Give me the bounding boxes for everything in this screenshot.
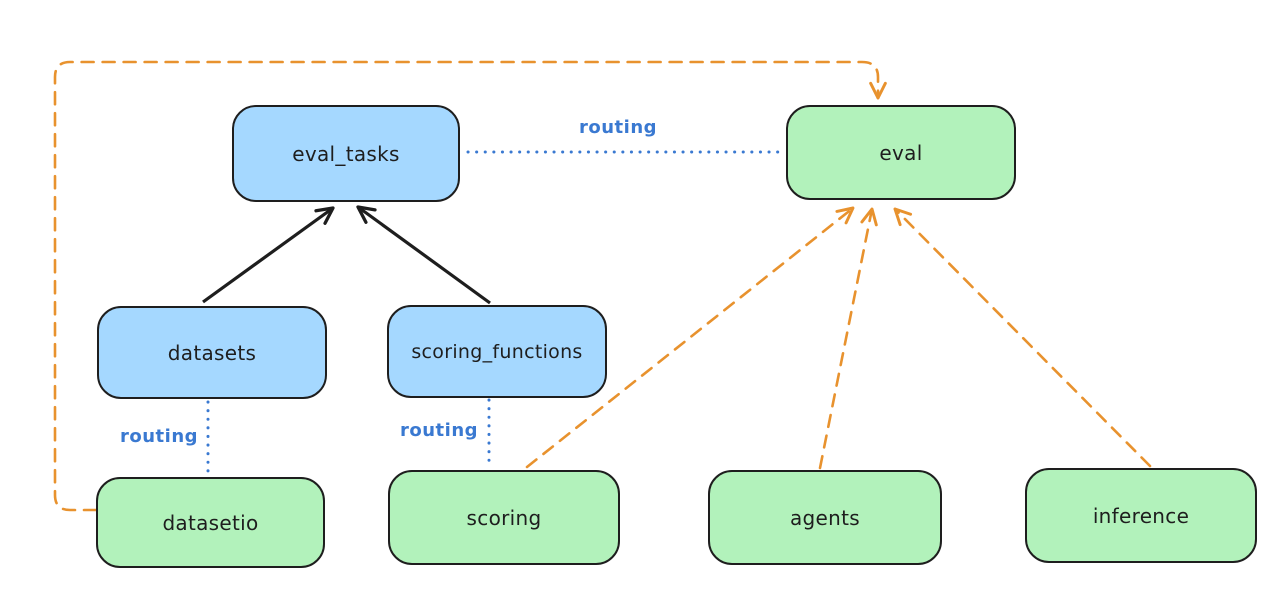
node-scoring: scoring [388, 470, 620, 565]
edge-datasets-to-eval-tasks [202, 206, 335, 304]
edge-label-routing-scoring-functions-scoring: routing [399, 420, 479, 441]
edge-inference-to-eval [893, 207, 1152, 468]
node-agents: agents [708, 470, 942, 565]
node-datasets: datasets [97, 306, 327, 399]
edge-agents-to-eval [818, 207, 878, 470]
node-datasetio-label: datasetio [162, 510, 259, 535]
node-scoring-functions-label: scoring_functions [411, 340, 583, 363]
node-agents-label: agents [790, 505, 860, 530]
node-scoring-label: scoring [466, 505, 542, 530]
node-scoring-functions: scoring_functions [387, 305, 607, 398]
node-eval-tasks-label: eval_tasks [292, 141, 400, 166]
node-eval-tasks: eval_tasks [232, 105, 460, 202]
edge-label-routing-datasets-datasetio: routing [119, 426, 199, 447]
node-datasetio: datasetio [96, 477, 325, 568]
edge-scoring-functions-to-eval-tasks [356, 205, 491, 305]
node-eval-label: eval [879, 140, 923, 165]
edge-scoring-to-eval [525, 206, 855, 469]
node-datasets-label: datasets [167, 340, 257, 365]
node-inference: inference [1025, 468, 1257, 563]
node-inference-label: inference [1092, 503, 1190, 528]
node-eval: eval [786, 105, 1016, 200]
edge-label-routing-eval-tasks-eval: routing [578, 117, 658, 138]
